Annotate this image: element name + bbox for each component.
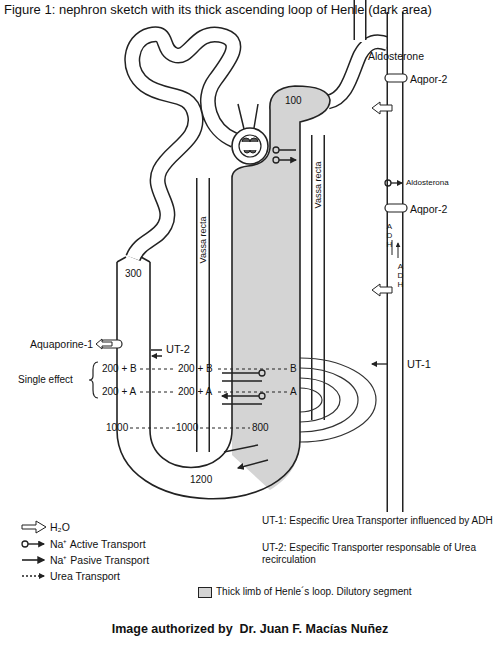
legend-text: Na⁺ Active Transport xyxy=(50,538,146,550)
legend-active-icon xyxy=(28,543,44,544)
collecting-duct-wall xyxy=(387,12,404,512)
transporter-label: UT-1 xyxy=(407,358,431,371)
active-transport-arrow xyxy=(279,150,296,160)
vessel-label: Vassa recta xyxy=(313,162,323,209)
osmolality-dash xyxy=(130,369,288,428)
legend-text: Na⁺ Pasive Transport xyxy=(50,554,149,566)
water-arrow xyxy=(372,102,392,114)
legend-text: H₂O xyxy=(50,521,70,533)
vasa-recta-lumen xyxy=(313,135,324,420)
legend-text: Urea Transport xyxy=(50,570,120,582)
legend-text: UT-1: Especific Urea Transporter influen… xyxy=(262,515,496,527)
osmolality-value: 200 + A xyxy=(178,386,212,398)
vasa-recta-wall xyxy=(196,178,210,452)
arteriole xyxy=(238,104,258,129)
vasa-recta-lumen xyxy=(198,178,209,452)
active-transport-pump xyxy=(273,147,279,153)
mechanism-label: Single effect xyxy=(18,374,73,386)
legend-active-icon xyxy=(22,541,28,547)
legend-text: UT-2: Especific Transporter responsable … xyxy=(262,542,496,566)
vasa-recta-wall xyxy=(311,135,325,420)
aquaporin-channel xyxy=(385,204,407,212)
osmolality-value: 100 xyxy=(285,95,302,107)
osmolality-value: 1000 xyxy=(106,422,128,434)
osmolality-value: 1000 xyxy=(176,422,198,434)
bowman-capsule xyxy=(232,128,268,164)
urea-transport-arrow xyxy=(372,363,387,364)
ascending-limb-wall xyxy=(232,86,330,440)
active-transport-pump xyxy=(385,180,391,186)
osmolality-value: 200 + B xyxy=(178,363,213,375)
water-arrow xyxy=(96,339,112,349)
passive-transport-arrow xyxy=(222,381,268,468)
osmolality-value: B xyxy=(290,363,297,375)
glomerulus-tuft xyxy=(239,135,261,157)
hormone-label: Aldosterone xyxy=(368,50,424,62)
active-transport-pump xyxy=(259,393,265,399)
active-transport-arrow xyxy=(391,182,402,183)
active-transport-pump xyxy=(259,370,265,376)
osmolality-value: 800 xyxy=(252,422,269,434)
thick-ascending-limb-shading xyxy=(232,86,330,490)
hormone-label: Aldosterona xyxy=(406,178,449,187)
aquaporin-channel xyxy=(385,74,407,82)
active-transport-pump xyxy=(273,157,279,163)
figure-caption: Image authorized by Dr. Juan F. Macías N… xyxy=(0,622,500,636)
legend-swatch xyxy=(198,587,212,598)
hormone-label: ADH xyxy=(396,262,404,289)
single-effect-brace xyxy=(89,362,98,398)
osmolality-value: 300 xyxy=(125,268,142,280)
legend-urea-icon xyxy=(22,575,44,576)
proximal-tubule-wall xyxy=(132,34,234,258)
osmolality-value: 200 + B xyxy=(102,363,137,375)
active-transport-arrow xyxy=(222,373,259,396)
proximal-tubule-lumen xyxy=(132,34,234,258)
hormone-label: ADH xyxy=(385,222,393,249)
osmolality-value: 1200 xyxy=(190,474,212,486)
water-arrow xyxy=(372,284,392,296)
figure-title: Figure 1: nephron sketch with its thick … xyxy=(4,3,432,18)
osmolality-value: A xyxy=(290,386,297,398)
channel-label: Aquaporine-1 xyxy=(30,338,93,350)
glomerulus-capillaries xyxy=(242,138,258,153)
legend-text: Thick limb of Henle´s loop. Dilutory seg… xyxy=(216,586,412,598)
loop-outer-wall xyxy=(117,262,300,499)
channel-label: Aqpor-2 xyxy=(410,203,447,215)
loop-inner-wall xyxy=(150,262,232,468)
vessel-label: Vassa recta xyxy=(198,217,208,264)
legend-passive-icon xyxy=(22,559,44,561)
urea-transport-arrow xyxy=(151,350,162,356)
osmolality-value: 200 + A xyxy=(102,386,136,398)
legend-water-icon xyxy=(22,521,46,533)
descending-limb-cap xyxy=(117,257,150,262)
channel-label: Aqpor-2 xyxy=(410,73,447,85)
capillary-loops xyxy=(300,358,376,442)
transporter-label: UT-2 xyxy=(166,343,190,356)
